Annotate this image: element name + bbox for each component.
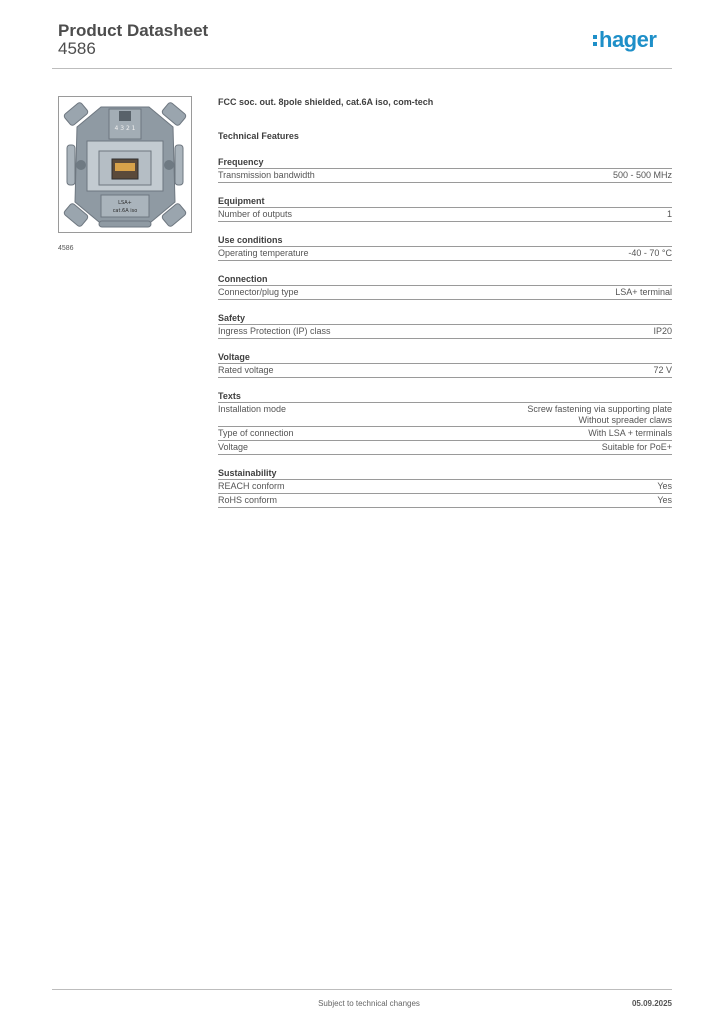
spec-row: Installation mode Screw fastening via sup… bbox=[218, 403, 672, 427]
spec-value: 500 - 500 MHz bbox=[613, 170, 672, 181]
logo-text: hager bbox=[599, 28, 657, 52]
spec-value-line: IP20 bbox=[653, 326, 672, 336]
spec-row: Operating temperature -40 - 70 °C bbox=[218, 247, 672, 261]
section-title: Texts bbox=[218, 390, 672, 403]
spec-value-line: Yes bbox=[657, 481, 672, 491]
spec-row: Number of outputs 1 bbox=[218, 208, 672, 222]
spec-value: Yes bbox=[657, 495, 672, 506]
footer-note: Subject to technical changes bbox=[318, 999, 420, 1008]
spec-value: 72 V bbox=[653, 365, 672, 376]
spec-value-line: LSA+ terminal bbox=[615, 287, 672, 297]
spec-row: RoHS conform Yes bbox=[218, 494, 672, 508]
spec-value: Suitable for PoE+ bbox=[602, 442, 672, 453]
spec-value-line: 500 - 500 MHz bbox=[612, 170, 672, 180]
spec-row: Connector/plug type LSA+ terminal bbox=[218, 286, 672, 300]
product-number: 4586 bbox=[58, 39, 96, 58]
section-title: Frequency bbox=[218, 156, 672, 169]
section-title: Safety bbox=[218, 312, 672, 325]
spec-label: Operating temperature bbox=[218, 248, 309, 258]
section-title: Sustainability bbox=[218, 467, 672, 480]
spec-row: Type of connection With LSA + terminals bbox=[218, 427, 672, 441]
spec-value: Yes bbox=[657, 481, 672, 492]
spec-value-line: Without spreader claws bbox=[578, 415, 672, 425]
spec-value-line: Screw fastening via supporting plate bbox=[527, 404, 672, 414]
spec-content: FCC soc. out. 8pole shielded, cat.6A iso… bbox=[218, 96, 672, 520]
spec-label: Transmission bandwidth bbox=[218, 170, 315, 180]
spec-label: Ingress Protection (IP) class bbox=[218, 326, 331, 336]
section-title: Use conditions bbox=[218, 234, 672, 247]
spec-row: Rated voltage 72 V bbox=[218, 364, 672, 378]
spec-label: RoHS conform bbox=[218, 495, 278, 505]
image-label-lsa: LSA+ bbox=[118, 200, 132, 206]
spec-row: Transmission bandwidth 500 - 500 MHz bbox=[218, 169, 672, 183]
spec-value: LSA+ terminal bbox=[615, 287, 672, 298]
spec-label: Connector/plug type bbox=[218, 287, 299, 297]
footer-date: 05.09.2025 bbox=[631, 999, 672, 1008]
spec-value-line: Suitable for PoE+ bbox=[601, 442, 672, 452]
image-label-pins: 4 3 2 1 bbox=[115, 125, 136, 132]
spec-value: With LSA + terminals bbox=[588, 428, 672, 439]
spec-value-line: -40 - 70 °C bbox=[628, 248, 672, 258]
spec-label: Number of outputs bbox=[218, 209, 293, 219]
section-title: Connection bbox=[218, 273, 672, 286]
spec-value: 1 bbox=[667, 209, 672, 220]
spec-label: Voltage bbox=[218, 442, 249, 452]
hager-logo: hager bbox=[593, 28, 658, 52]
footer-divider bbox=[52, 989, 672, 990]
spec-value: IP20 bbox=[653, 326, 672, 337]
spec-value-line: Yes bbox=[657, 495, 672, 505]
image-label-cat: cat.6A iso bbox=[113, 208, 138, 214]
spec-value-line: 1 bbox=[666, 209, 672, 219]
technical-features-title: Technical Features bbox=[218, 131, 299, 141]
spec-row: REACH conform Yes bbox=[218, 480, 672, 494]
spec-label: Installation mode bbox=[218, 404, 287, 414]
section-title: Equipment bbox=[218, 195, 672, 208]
spec-label: Type of connection bbox=[218, 428, 294, 438]
page-title: Product Datasheet bbox=[58, 21, 209, 40]
spec-label: REACH conform bbox=[218, 481, 285, 491]
product-image: 4 3 2 1 LSA+ cat.6A iso bbox=[58, 96, 192, 233]
spec-value-line: 72 V bbox=[653, 365, 672, 375]
spec-value-line: With LSA + terminals bbox=[588, 428, 672, 438]
section-title: Voltage bbox=[218, 351, 672, 364]
header-divider bbox=[52, 68, 672, 69]
spec-row: Ingress Protection (IP) class IP20 bbox=[218, 325, 672, 339]
spec-label: Rated voltage bbox=[218, 365, 274, 375]
image-caption: 4586 bbox=[58, 245, 74, 252]
product-description: FCC soc. out. 8pole shielded, cat.6A iso… bbox=[218, 97, 434, 107]
spec-row: Voltage Suitable for PoE+ bbox=[218, 441, 672, 455]
spec-value: -40 - 70 °C bbox=[628, 248, 672, 259]
